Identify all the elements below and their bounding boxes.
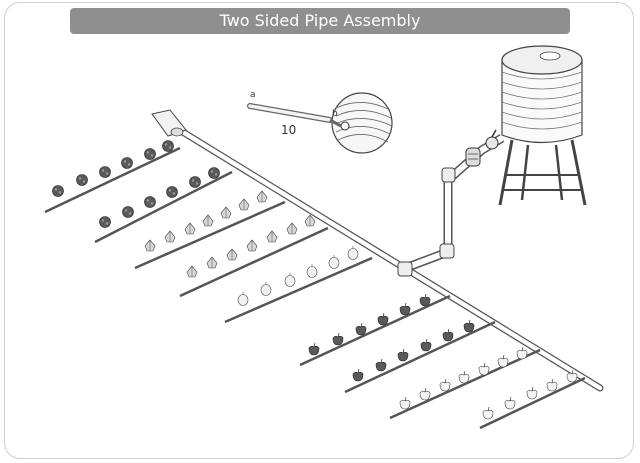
detail-callout bbox=[247, 92, 393, 154]
plant-row-3 bbox=[144, 190, 268, 252]
part-number-label: 10 bbox=[281, 123, 297, 137]
water-tank-icon bbox=[498, 45, 587, 206]
plant-row-5 bbox=[237, 245, 359, 306]
plant-row-7 bbox=[352, 319, 475, 382]
pipe-connector-icon bbox=[397, 167, 456, 277]
valve-icon bbox=[485, 129, 499, 150]
right-laterals bbox=[299, 294, 586, 430]
filter-icon bbox=[465, 147, 481, 167]
left-laterals bbox=[44, 146, 373, 324]
plant-row-1 bbox=[52, 140, 174, 197]
callout-a-label: a bbox=[250, 90, 256, 100]
plant-row-9 bbox=[482, 369, 578, 420]
callout-b-label: b bbox=[332, 109, 338, 119]
diagram-title: Two Sided Pipe Assembly bbox=[70, 8, 570, 34]
end-cap-icon bbox=[151, 109, 187, 137]
plant-row-6 bbox=[308, 293, 431, 356]
main-header-pipe bbox=[156, 114, 604, 392]
